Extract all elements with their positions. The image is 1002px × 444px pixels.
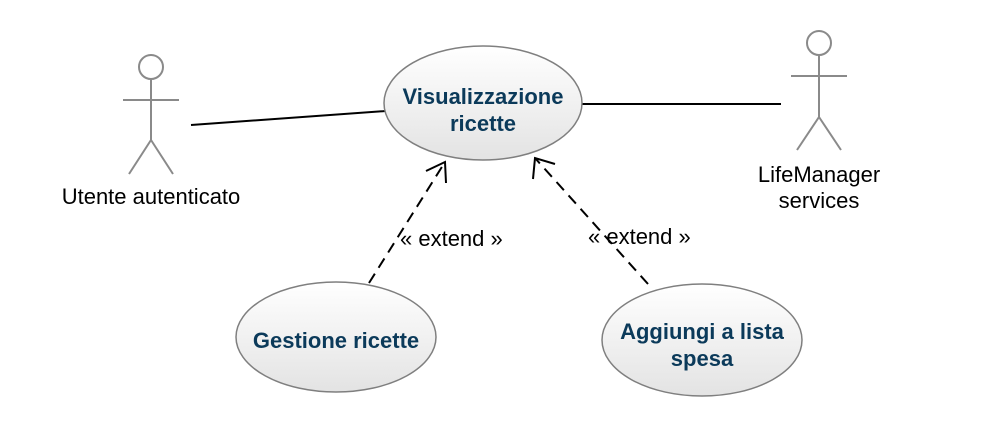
use-case-label-line: ricette [450, 111, 516, 136]
use-case-label-line: Aggiungi a lista [620, 319, 785, 344]
actor-utente-autenticato[interactable] [123, 54, 179, 175]
use-case-label-line: Visualizzazione [403, 84, 564, 109]
actor-label-lifemanager: LifeManager [758, 162, 880, 187]
extend-label-gestione: « extend » [400, 226, 503, 251]
actor-lifemanager-services[interactable] [791, 30, 847, 151]
association-utente-visualizzazione [190, 110, 387, 126]
extend-label-aggiungi: « extend » [588, 224, 691, 249]
use-case-gestione-ricette[interactable]: Gestione ricette [235, 281, 437, 393]
actor-label-lifemanager: services [779, 188, 860, 213]
use-case-visualizzazione-ricette[interactable]: Visualizzazione ricette [383, 45, 583, 161]
use-case-label-line: Gestione ricette [253, 328, 419, 353]
extend-gestione-to-visualizzazione [368, 160, 447, 284]
actor-head-icon [138, 54, 164, 80]
extend-aggiungi-to-visualizzazione [532, 156, 649, 285]
use-case-label-line: spesa [671, 346, 734, 371]
actor-head-icon [806, 30, 832, 56]
use-case-aggiungi-lista-spesa[interactable]: Aggiungi a lista spesa [601, 283, 803, 397]
actor-label-utente: Utente autenticato [62, 184, 241, 209]
